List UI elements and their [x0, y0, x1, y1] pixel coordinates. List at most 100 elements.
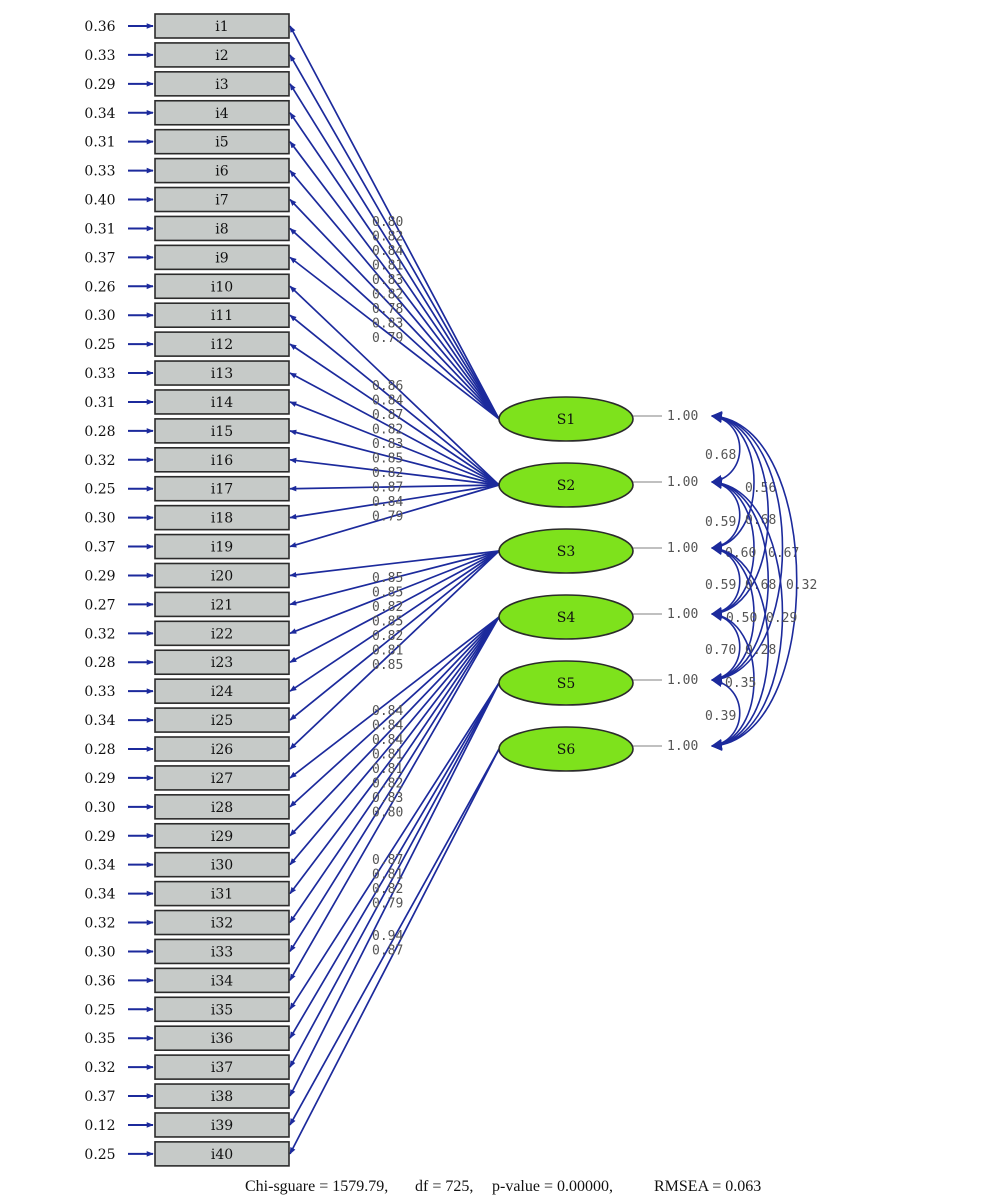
factor-S5: S5 — [498, 660, 634, 706]
error-variance-label: 0.28 — [84, 742, 115, 758]
loading-label-i32: 0.82 — [372, 777, 403, 792]
indicator-items: i1i2i3i4i5i6i7i8i9i10i11i12i13i14i15i16i… — [154, 13, 290, 1167]
item-i14: i14 — [154, 389, 290, 415]
error-variance-label: 0.33 — [84, 164, 115, 180]
loading-label-i36: 0.81 — [372, 868, 403, 883]
item-i21: i21 — [154, 591, 290, 618]
loading-label-i34: 0.80 — [372, 806, 403, 821]
error-variance-label: 0.25 — [84, 1147, 115, 1163]
loading-arrow-i24 — [289, 550, 500, 692]
item-box — [154, 822, 290, 849]
error-variance-label: 0.12 — [84, 1118, 115, 1134]
item-label: i19 — [211, 540, 233, 556]
loading-label-i7: 0.78 — [372, 302, 403, 317]
error-variance-label: 0.33 — [84, 684, 115, 700]
error-variance-label: 0.32 — [84, 626, 115, 642]
correlation-label: 0.59 — [705, 578, 736, 593]
error-variance-label: 0.36 — [84, 973, 115, 989]
loading-arrow-i35 — [289, 682, 500, 1010]
item-box — [154, 186, 290, 213]
item-box — [154, 389, 290, 415]
loading-arrow-i23 — [289, 550, 500, 663]
error-variance-label: 0.29 — [84, 771, 115, 787]
loading-label-i12: 0.87 — [372, 408, 403, 423]
loading-arrow-i6 — [289, 170, 500, 420]
error-variance-label: 0.40 — [84, 193, 115, 209]
item-label: i39 — [211, 1118, 233, 1134]
loading-arrow-i32 — [289, 616, 500, 924]
loading-label-i5: 0.83 — [372, 273, 403, 288]
loading-label-i10: 0.86 — [372, 379, 403, 394]
loading-arrow-i33 — [289, 616, 500, 953]
item-i15: i15 — [154, 418, 290, 444]
loading-label-i9: 0.79 — [372, 331, 403, 346]
item-i9: i9 — [154, 244, 290, 271]
correlation-label: 0.50 — [726, 611, 757, 626]
loading-arrow-i40 — [289, 748, 500, 1155]
item-box — [154, 360, 290, 386]
factor-variance-label: 1.00 — [667, 739, 698, 754]
loading-arrow-i14 — [289, 401, 500, 486]
loading-arrow-i31 — [289, 616, 500, 895]
loading-label-i38: 0.79 — [372, 897, 403, 912]
item-i11: i11 — [154, 302, 290, 329]
item-label: i18 — [211, 511, 233, 527]
item-label: i37 — [211, 1060, 233, 1076]
error-variance-label: 0.29 — [84, 568, 115, 584]
loading-arrow-i30 — [289, 616, 500, 866]
item-i27: i27 — [154, 765, 290, 791]
item-label: i36 — [211, 1031, 233, 1047]
loading-label-i17: 0.87 — [372, 481, 403, 496]
item-box — [154, 99, 290, 126]
item-box — [154, 765, 290, 791]
loading-label-i25: 0.81 — [372, 644, 403, 659]
item-i36: i36 — [154, 1025, 290, 1051]
item-box — [154, 591, 290, 618]
loading-label-i30: 0.81 — [372, 748, 403, 763]
loading-label-i29: 0.84 — [372, 733, 403, 748]
item-box — [154, 1112, 290, 1138]
item-i5: i5 — [154, 128, 290, 155]
loading-arrow-i25 — [289, 550, 500, 721]
loading-arrow-i4 — [289, 112, 500, 420]
item-label: i5 — [215, 135, 228, 151]
item-box — [154, 157, 290, 184]
loading-label-i33: 0.83 — [372, 791, 403, 806]
loading-label-i11: 0.84 — [372, 394, 403, 409]
factor-ellipse — [498, 396, 634, 442]
factor-ellipse — [498, 462, 634, 508]
correlation-arc-S4-S6 — [710, 609, 755, 751]
loading-label-i15: 0.85 — [372, 452, 403, 467]
item-i4: i4 — [154, 99, 290, 126]
correlation-arc-S1-S3 — [710, 411, 755, 553]
error-variance-label: 0.34 — [84, 858, 115, 874]
error-variance-label: 0.31 — [84, 135, 115, 151]
correlation-label: 0.70 — [705, 643, 736, 658]
loading-arrow-i15 — [289, 429, 500, 486]
item-i18: i18 — [154, 504, 290, 531]
loading-arrows — [289, 25, 500, 1155]
item-i17: i17 — [154, 475, 290, 502]
item-i31: i31 — [154, 880, 290, 907]
correlation-arc-S1-S6 — [710, 411, 798, 751]
item-label: i24 — [211, 684, 233, 700]
loading-label-i18: 0.84 — [372, 495, 403, 510]
error-variance-label: 0.25 — [84, 337, 115, 353]
error-variance-label: 0.28 — [84, 655, 115, 671]
item-i28: i28 — [154, 794, 290, 820]
item-label: i31 — [211, 887, 233, 903]
item-i12: i12 — [154, 331, 290, 357]
item-label: i20 — [211, 568, 233, 584]
item-label: i40 — [211, 1147, 233, 1163]
fit-df: df = 725, — [415, 1178, 473, 1195]
loading-label-i26: 0.85 — [372, 658, 403, 673]
correlation-arc-S2-S6 — [710, 477, 784, 751]
item-label: i29 — [211, 829, 233, 845]
item-label: i2 — [215, 48, 228, 64]
item-label: i30 — [211, 858, 233, 874]
factor-S6: S6 — [498, 726, 634, 772]
factor-ellipse — [498, 528, 634, 574]
item-label: i17 — [211, 482, 233, 498]
loading-arrow-i10 — [289, 285, 500, 486]
factor-ellipse — [498, 726, 634, 772]
